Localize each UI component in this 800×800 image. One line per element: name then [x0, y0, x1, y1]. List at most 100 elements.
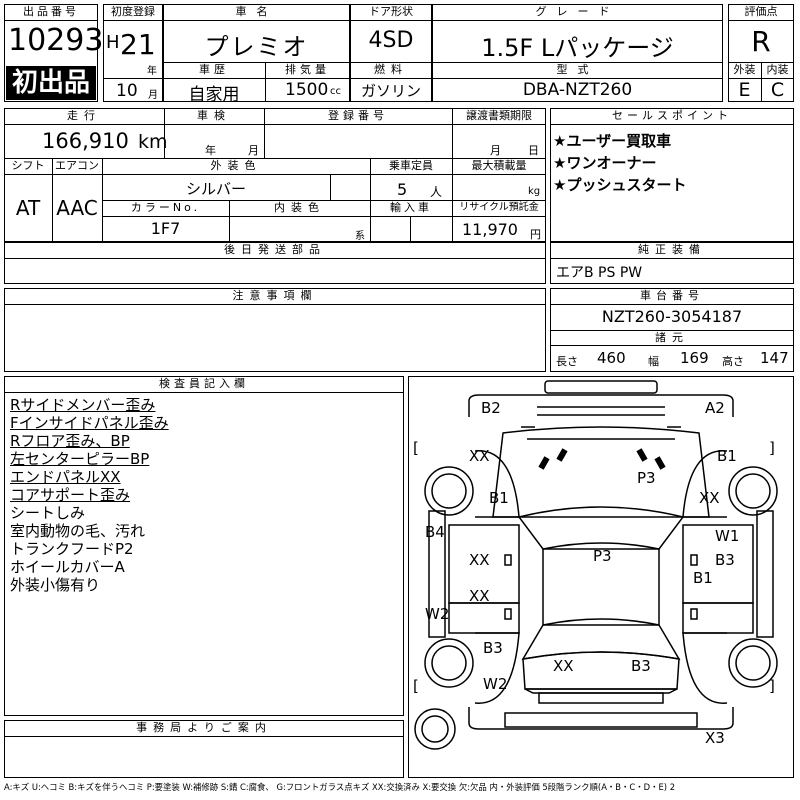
inspection-header: 車検 — [197, 109, 231, 122]
transfer-month-unit: 月 — [490, 144, 501, 157]
inspector-note: シートしみ — [10, 504, 86, 522]
transfer-doc-header: 譲渡書類期限 — [466, 109, 532, 122]
first-reg-cell — [103, 4, 163, 102]
door-cell — [350, 4, 432, 102]
inspector-note: Rサイドメンバー歪み — [10, 396, 156, 414]
inspection-year-unit: 年 — [205, 144, 216, 157]
lot-no-cell — [4, 4, 98, 102]
chassis-header: 車台番号 — [640, 289, 704, 302]
history-value: 自家用 — [188, 85, 240, 105]
inspector-block — [4, 376, 404, 716]
sales-points-header: セールスポイント — [612, 109, 732, 122]
chassis-value: NZT260-3054187 — [601, 307, 743, 326]
interior-header: 内装 — [766, 63, 789, 76]
damage-xx-left-door: XX — [469, 551, 490, 569]
office-block — [4, 720, 404, 778]
damage-w2-left: W2 — [425, 605, 450, 623]
damage-b2: B2 — [481, 399, 501, 417]
damage-b1-right-fender: B1 — [717, 447, 737, 465]
first-reg-month-unit: 月 — [148, 90, 158, 101]
bracket-right-rear: ] — [769, 677, 775, 695]
spec-height: 147 — [760, 349, 789, 367]
capacity-value: 5 — [397, 180, 408, 199]
displacement-unit: cc — [330, 86, 341, 97]
damage-a2: A2 — [705, 399, 725, 417]
shift-header: シフト — [11, 159, 45, 172]
model-value: DBA-NZT260 — [522, 80, 633, 100]
exterior-header: 外装 — [733, 63, 756, 76]
genuine-equip-header: 純正装備 — [638, 243, 706, 256]
color-no-header: カラーNo. — [130, 201, 201, 214]
spec-length-label: 長さ — [556, 355, 578, 368]
damage-b3-trunk: B3 — [631, 657, 651, 675]
recycle-header: リサイクル預託金 — [459, 202, 539, 213]
mileage-unit: km — [138, 131, 168, 153]
ext-color-header: 外装色 — [210, 159, 262, 172]
bracket-left-front: [ — [413, 439, 419, 457]
first-reg-year-unit: 年 — [147, 66, 157, 77]
inspector-note: Rフロア歪み、BP — [10, 432, 130, 450]
damage-xx-trunk: XX — [553, 657, 574, 675]
max-load-header: 最大積載量 — [471, 159, 527, 172]
damage-xx-right: XX — [699, 489, 720, 507]
car-name-header: 車名 — [235, 5, 278, 18]
interior-grade: C — [770, 79, 785, 101]
genuine-equip-block — [550, 242, 794, 284]
score-value: R — [751, 25, 771, 58]
first-reg-header: 初度登録 — [111, 5, 155, 18]
color-no-value: 1F7 — [150, 219, 181, 238]
notes-header: 注意事項欄 — [232, 289, 318, 302]
mileage-block — [4, 108, 546, 242]
displacement-value: 1500 — [285, 80, 329, 100]
damage-b3-right-door: B3 — [715, 551, 735, 569]
damage-b4: B4 — [425, 523, 445, 541]
damage-xx-left-rear-door: XX — [469, 587, 490, 605]
inspector-header: 検査員記入欄 — [159, 377, 249, 390]
inspection-month-unit: 月 — [248, 144, 259, 157]
recycle-value: 11,970 — [462, 220, 518, 239]
damage-xx-left-fender: XX — [469, 447, 490, 465]
sales-point-2: ★ワンオーナー — [553, 154, 657, 172]
car-diagram-svg — [414, 380, 778, 750]
inspector-note: Fインサイドパネル歪み — [10, 414, 169, 432]
first-reg-year: 21 — [120, 28, 156, 61]
inspector-note: ホイールカバーA — [10, 558, 125, 576]
reg-no-header: 登録番号 — [328, 109, 388, 122]
first-reg-era: H — [106, 32, 120, 53]
sales-points-block — [550, 108, 794, 242]
model-header: 型式 — [556, 63, 599, 76]
car-name: プレミオ — [204, 33, 309, 61]
inspector-note: 室内動物の毛、汚れ — [10, 522, 146, 540]
fuel-value: ガソリン — [360, 82, 421, 100]
bracket-left-rear: [ — [413, 677, 419, 695]
aircon-value: AAC — [56, 196, 98, 220]
office-header: 事務局よりご案内 — [136, 721, 272, 734]
inspector-note: 外装小傷有り — [10, 576, 101, 594]
lot-number: 10293 — [8, 23, 104, 58]
transfer-day-unit: 日 — [528, 144, 539, 157]
damage-p3-hood: P3 — [637, 469, 656, 487]
inspector-note: 左センターピラーBP — [10, 450, 150, 468]
specs-header: 諸元 — [655, 331, 689, 344]
spec-width: 169 — [680, 349, 709, 367]
bracket-right-front: ] — [769, 439, 775, 457]
legend-text: A:キズ U:ヘコミ B:キズを伴うヘコミ P:要塗装 W:補修跡 S:錆 C:… — [4, 782, 676, 792]
spec-height-label: 高さ — [722, 355, 744, 368]
int-color-suffix: 系 — [355, 231, 365, 242]
inspector-note: コアサポート歪み — [10, 486, 131, 504]
grade-header: グレード — [535, 5, 620, 18]
damage-w2-rear: W2 — [483, 675, 508, 693]
damage-p3-roof: P3 — [593, 547, 612, 565]
exterior-grade: E — [738, 79, 751, 101]
fuel-header: 燃料 — [374, 63, 408, 76]
int-color-header: 内装色 — [274, 201, 325, 214]
car-diagram: [ ] [ ] B2 A2 XX B1 P3 B1 XX B4 W1 XX P3… — [408, 376, 794, 778]
displacement-header: 排気量 — [285, 63, 330, 76]
grade-cell — [432, 4, 723, 102]
mileage-value: 166,910 — [42, 129, 129, 153]
sales-point-3: ★プッシュスタート — [553, 176, 687, 194]
door-header: ドア形状 — [369, 5, 413, 18]
first-listing-badge: 初出品 — [6, 66, 96, 100]
score-header: 評価点 — [744, 5, 778, 18]
later-parts-block — [4, 242, 546, 284]
